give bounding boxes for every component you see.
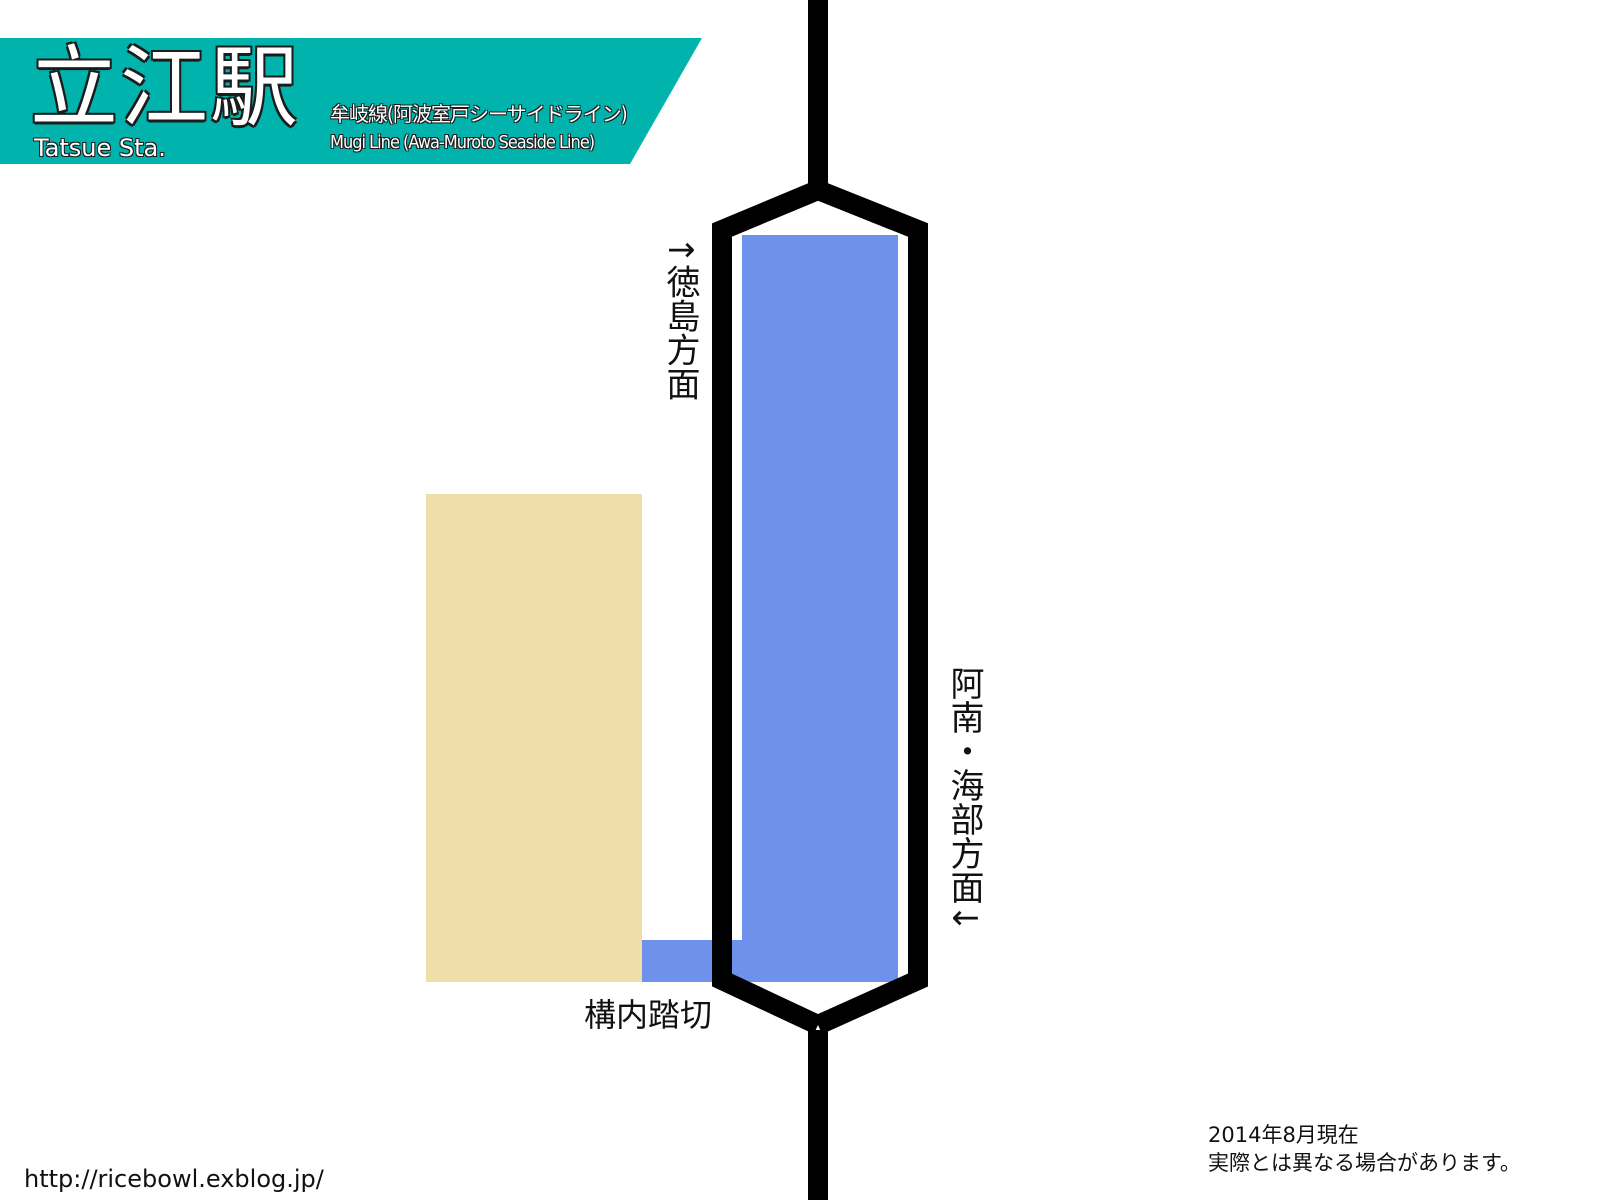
as-of-date-note: 2014年8月現在 bbox=[1208, 1123, 1359, 1147]
disclaimer-note: 実際とは異なる場合があります。 bbox=[1208, 1151, 1521, 1175]
station-name-roman: Tatsue Sta. bbox=[34, 134, 166, 162]
source-url: http://ricebowl.exblog.jp/ bbox=[24, 1165, 324, 1193]
title-banner bbox=[0, 38, 702, 164]
platform bbox=[742, 235, 898, 982]
station-building bbox=[426, 494, 642, 982]
crossing-label: 構内踏切 bbox=[584, 996, 713, 1034]
line-name-english: Mugi Line (Awa-Muroto Seaside Line) bbox=[330, 132, 595, 153]
direction-label-anan-kaifu: 阿南・海部方面↓ bbox=[944, 666, 984, 933]
passing-track-right bbox=[813, 180, 928, 1035]
passing-track-left bbox=[712, 180, 823, 1035]
station-name: 立江駅 bbox=[30, 36, 301, 139]
direction-label-tokushima: ↑徳島方面 bbox=[660, 236, 700, 401]
line-name: 牟岐線(阿波室戸シーサイドライン) bbox=[330, 102, 628, 126]
